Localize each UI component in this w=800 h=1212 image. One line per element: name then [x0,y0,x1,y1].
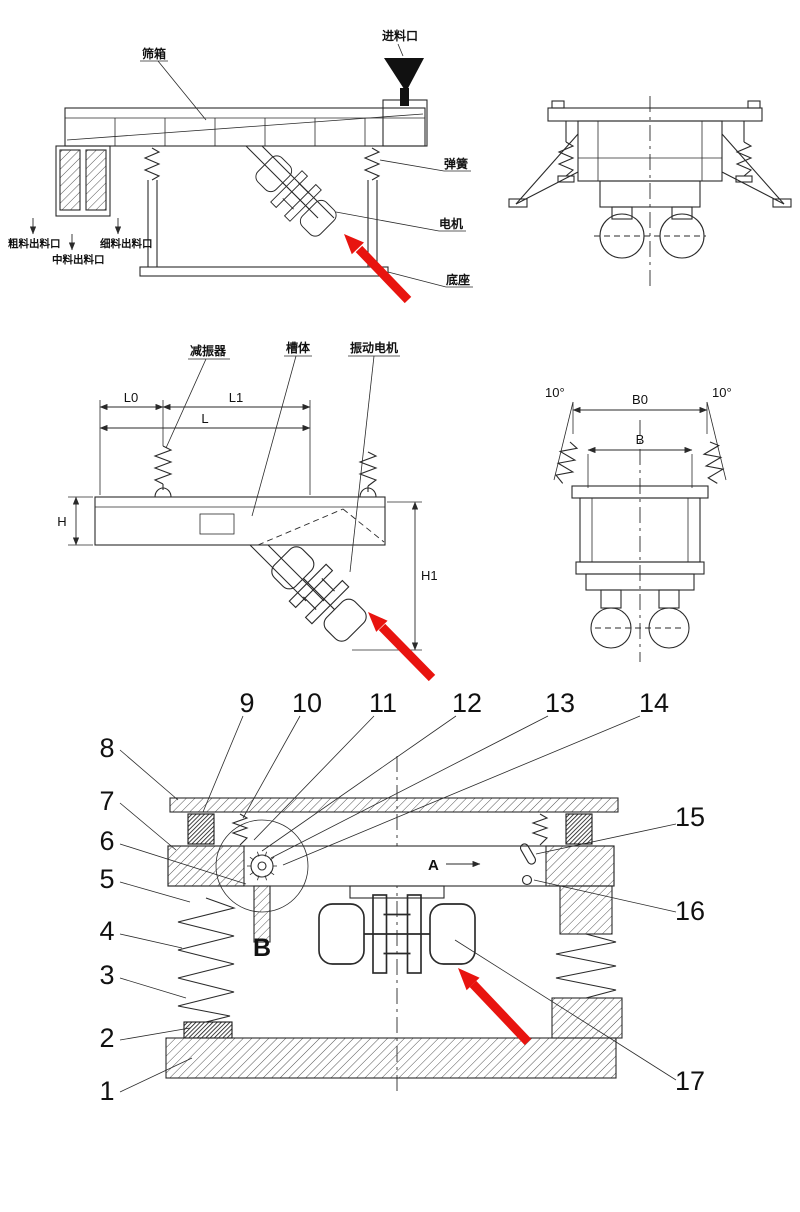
support-spring [363,147,381,181]
callout-11: 11 [369,688,397,718]
top-plate [169,797,619,813]
support-spring [143,147,161,181]
dim-label-angle-right: 10° [712,385,732,400]
label-motor: 电机 [439,216,463,231]
feed-box [382,99,428,147]
discharge-chute [55,145,111,217]
dim-label-B0: B0 [632,392,648,407]
view-a-label: A [428,857,439,874]
dim-label-angle-left: 10° [545,385,565,400]
small-spring-right [531,813,549,846]
callout-13: 13 [545,688,575,718]
label-trough: 槽体 [286,340,311,355]
support-spring [557,141,575,177]
dim-label-B: B [636,432,645,447]
dim-label-L1: L1 [229,390,243,405]
main-spring-right [555,933,617,999]
base-slab [165,1037,617,1079]
adjuster-gear [250,854,274,878]
label-damper: 减振器 [190,343,227,358]
tilted-spring-left [555,441,579,484]
callout-9: 9 [239,688,254,718]
dimension-side-view: 减振器 槽体 振动电机 L0 L1 L H H1 [57,340,438,682]
detail-b-label: B [253,934,271,962]
section-detail-view: A B 9 10 11 12 13 14 [99,688,705,1106]
adjusting-screw [253,885,271,943]
locking-pin [519,843,537,865]
inspection-door [199,513,235,535]
dim-label-H: H [57,514,66,529]
screen-box-body [64,107,426,147]
base-plate [139,266,389,277]
label-base: 底座 [446,272,470,287]
dimension-end-view: 10° 10° B0 B [545,385,732,662]
callout-10: 10 [292,688,322,718]
pin-hole [521,874,533,886]
callout-14: 14 [639,688,669,718]
callout-2: 2 [99,1023,114,1053]
callout-17: 17 [675,1066,705,1096]
spring-foot-right [551,997,623,1039]
gear-teeth [247,851,277,881]
pointer-arrow [355,245,412,304]
label-spring: 弹簧 [444,156,468,171]
callout-5: 5 [99,864,114,894]
label-feed-inlet: 进料口 [382,28,418,43]
label-vibration-motor: 振动电机 [350,340,398,355]
motor-mount [349,885,445,899]
callout-16: 16 [675,896,705,926]
top-plate [547,107,763,122]
pointer-arrow [378,623,436,682]
dim-label-L: L [201,411,208,426]
support-bracket-right [559,885,613,935]
top-end-view [508,96,792,290]
feed-funnel [384,58,424,92]
small-spring-left [231,813,249,846]
top-side-view: 筛箱 进料口 弹簧 电机 底座 粗料出料口 细料出料口 中料出料口 [8,28,473,304]
callout-7: 7 [99,786,114,816]
damper-spring [153,445,173,485]
dim-label-H1: H1 [421,568,438,583]
callout-12: 12 [452,688,482,718]
support-spring [735,141,753,177]
tilted-spring-right [702,441,725,484]
spring-foot-left [183,1021,233,1039]
rubber-mount-left [187,813,215,845]
pointer-arrow [469,980,532,1046]
callout-4: 4 [99,916,114,946]
label-coarse-outlet: 粗料出料口 [8,237,61,250]
rubber-mount-right [565,813,593,845]
callout-3: 3 [99,960,114,990]
label-screen-box: 筛箱 [142,46,166,61]
screen-deck [66,113,424,141]
label-medium-outlet: 中料出料口 [52,253,105,266]
trough-body [94,496,386,546]
dim-label-L0: L0 [124,390,138,405]
callout-1: 1 [99,1076,114,1106]
callout-8: 8 [99,733,114,763]
damper-spring [358,451,378,487]
main-spring-left [177,897,236,1023]
callout-6: 6 [99,826,114,856]
callout-15: 15 [675,802,705,832]
label-fine-outlet: 细料出料口 [100,237,153,250]
vibration-motor [263,538,375,650]
